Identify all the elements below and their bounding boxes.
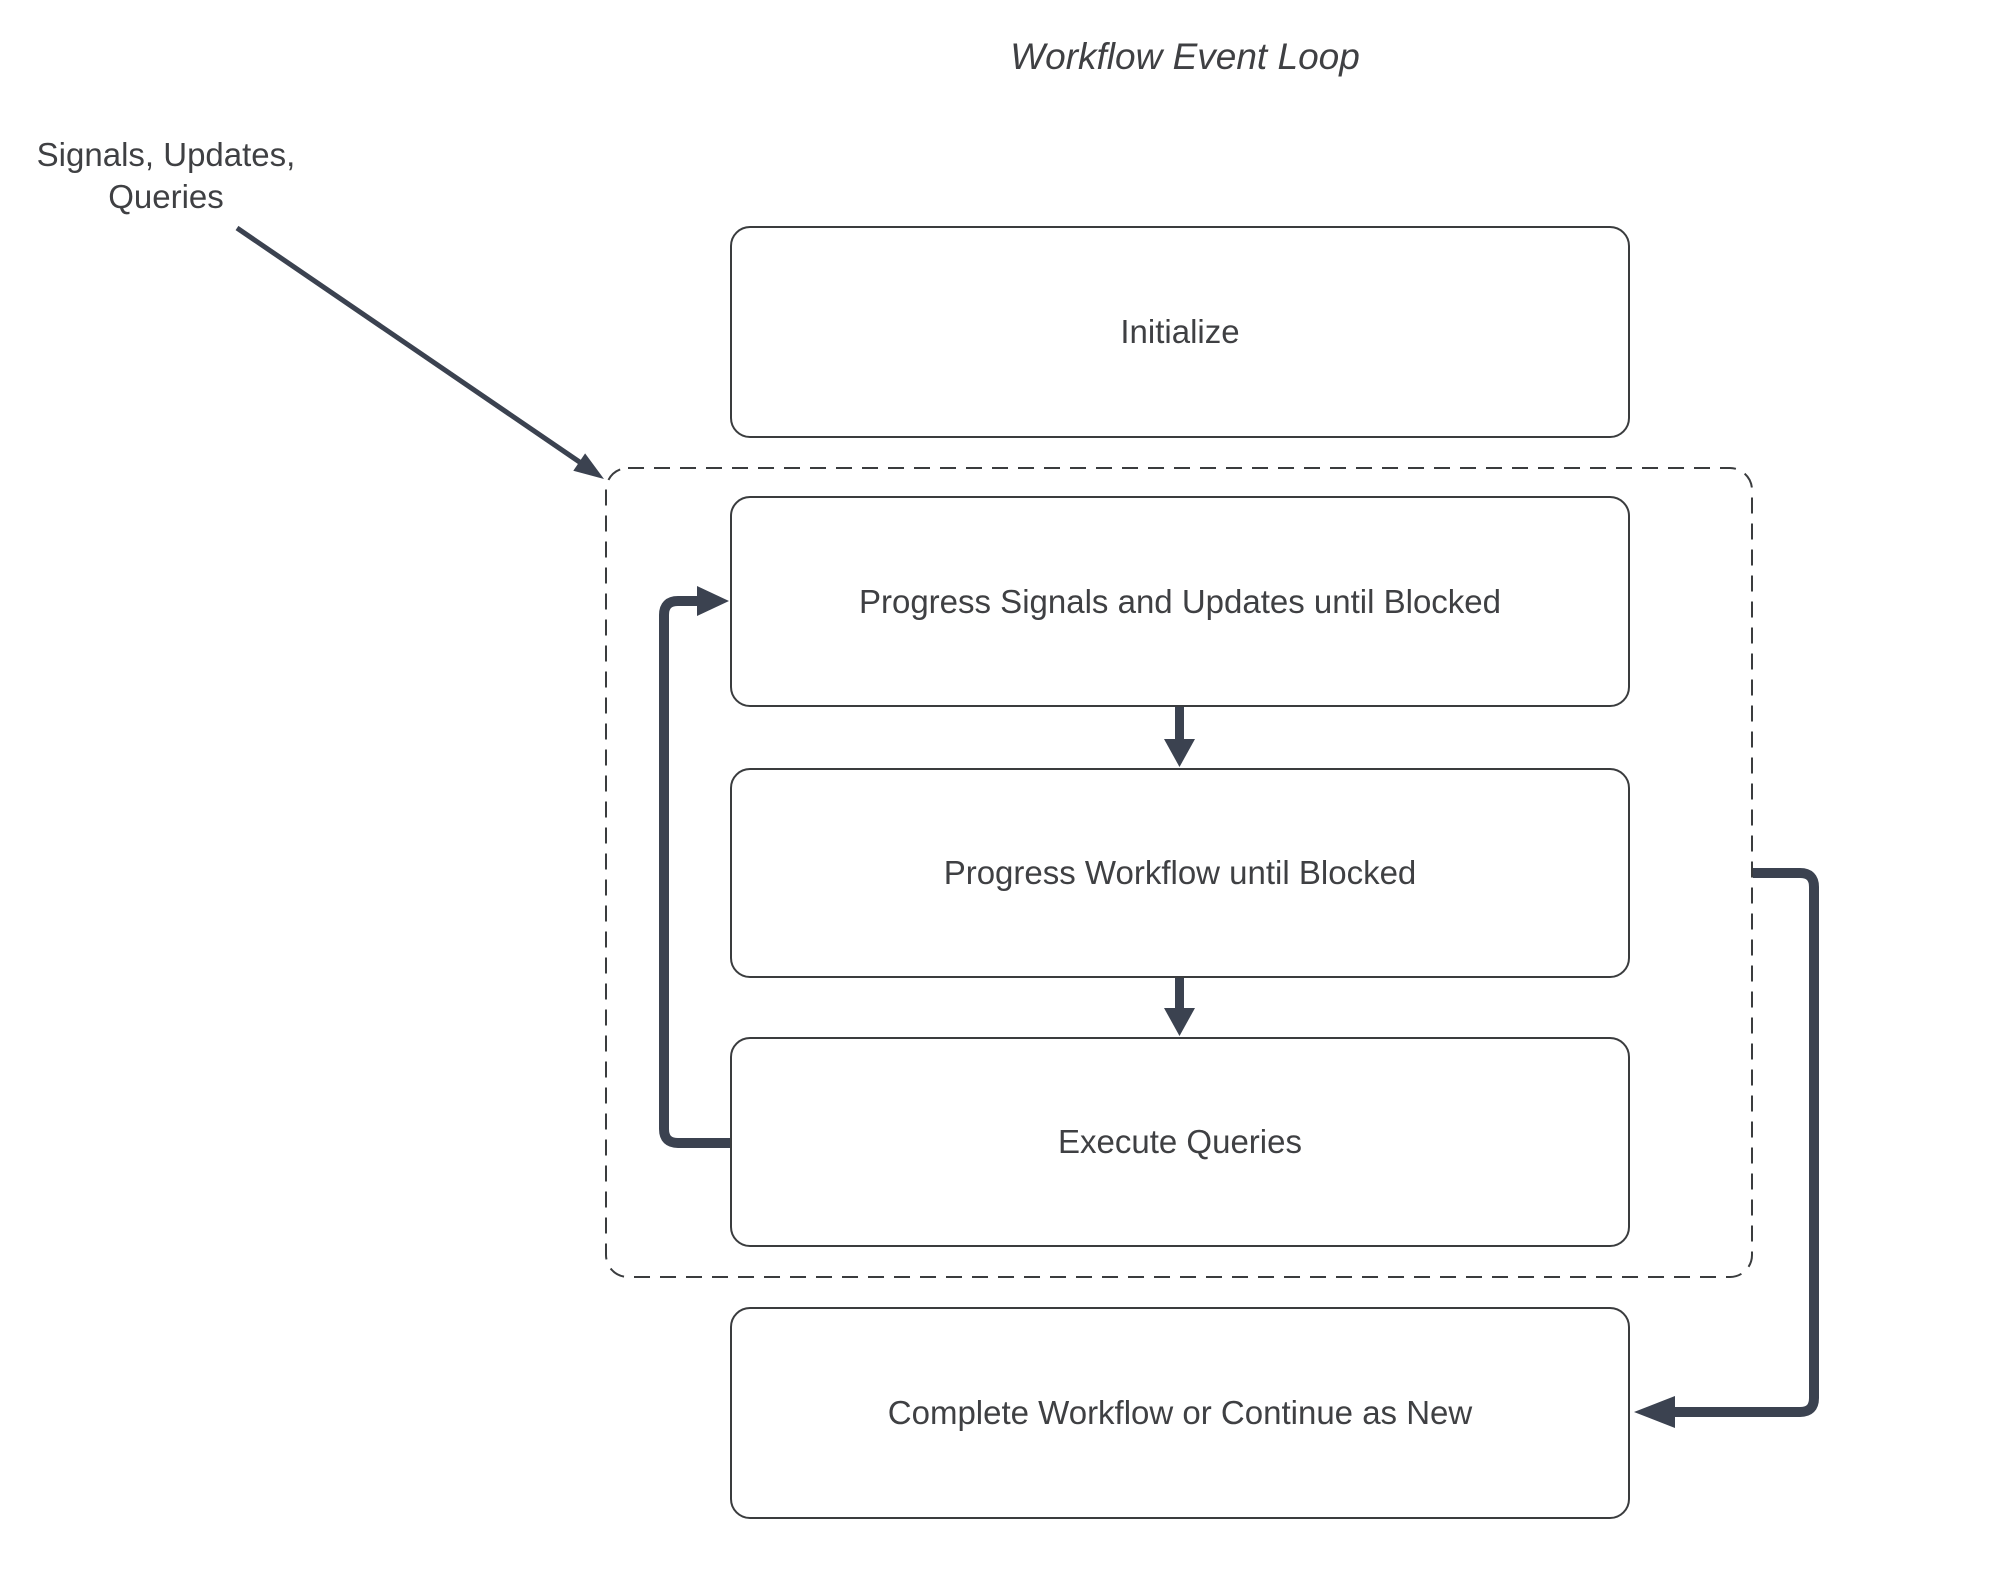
loop-back-arrowhead-icon (697, 586, 729, 616)
node-complete-workflow: Complete Workflow or Continue as New (730, 1307, 1630, 1519)
diagram-title: Workflow Event Loop (1010, 36, 1360, 77)
external-input-arrowhead-icon (573, 453, 604, 479)
node-progress-signals-label: Progress Signals and Updates until Block… (858, 582, 1502, 620)
external-events-label: Signals, Updates, Queries (37, 134, 296, 218)
loop-back-arrow-line (659, 596, 731, 1148)
node-execute-queries-label: Execute Queries (1058, 1123, 1302, 1160)
external-input-arrow-line (235, 225, 583, 466)
down-arrow-2-arrowhead-icon (1164, 1008, 1195, 1036)
node-initialize-label: Initialize (1120, 313, 1240, 350)
node-progress-workflow: Progress Workflow until Blocked (730, 768, 1630, 978)
event-loop-dashed-container (605, 467, 1753, 1278)
exit-arrow-line (1675, 868, 1819, 1417)
node-execute-queries: Execute Queries (730, 1037, 1630, 1247)
node-progress-workflow-label: Progress Workflow until Blocked (943, 854, 1417, 891)
exit-arrowhead-icon (1634, 1396, 1675, 1428)
external-events-label-line1: Signals, Updates, (36, 136, 296, 173)
node-progress-signals: Progress Signals and Updates until Block… (730, 496, 1630, 707)
node-complete-workflow-label: Complete Workflow or Continue as New (887, 1394, 1473, 1431)
node-initialize: Initialize (730, 226, 1630, 438)
external-events-label-line2: Queries (108, 178, 224, 215)
down-arrow-1-arrowhead-icon (1164, 739, 1195, 767)
